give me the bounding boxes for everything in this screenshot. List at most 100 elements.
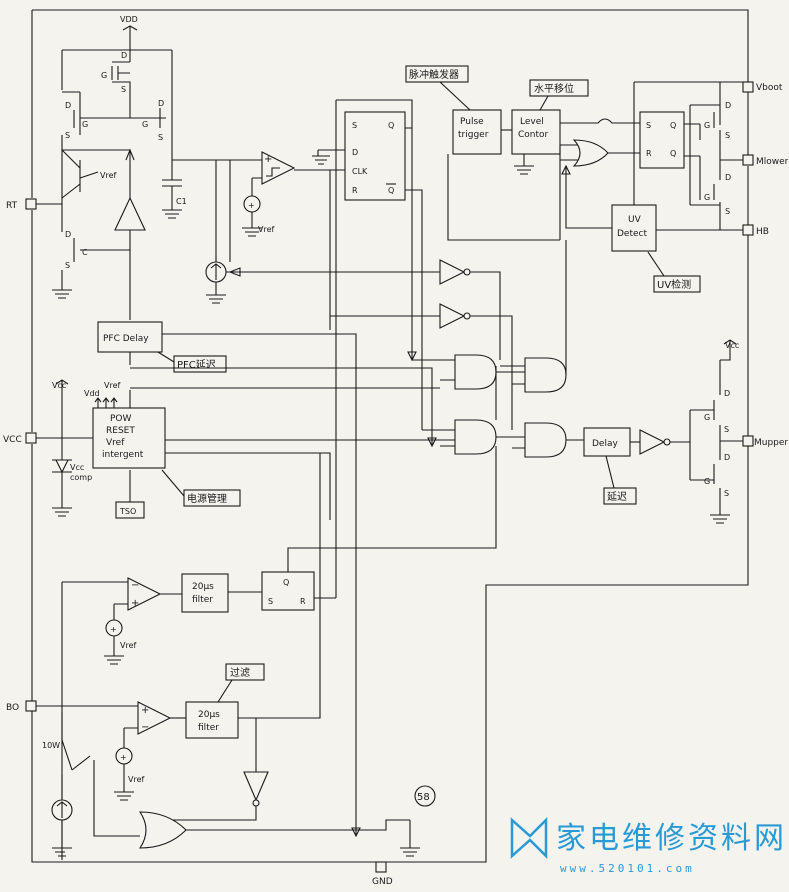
svg-text:D: D [724, 389, 730, 398]
svg-text:D: D [725, 101, 731, 110]
or-gate-bottom [138, 811, 420, 857]
pfc-delay-block: PFC Delay [97, 321, 357, 448]
svg-text:HB: HB [756, 227, 769, 237]
svg-text:G: G [101, 71, 107, 80]
mosfet-rt-nmos: D C S [52, 204, 130, 299]
svg-text:10W: 10W [42, 741, 60, 750]
svg-text:G: G [704, 193, 710, 202]
svg-text:Vboot: Vboot [756, 83, 783, 93]
inverter-1 [439, 259, 501, 360]
svg-text:脉冲触发器: 脉冲触发器 [409, 68, 459, 81]
rs-latch-bottom: Q S R [261, 446, 497, 611]
svg-text:S: S [724, 425, 729, 434]
bjt-transistor: Vref [36, 149, 117, 205]
watermark-text: 家电维修资料网 www.520101.com [556, 821, 787, 875]
left-source-line [61, 135, 130, 151]
svg-text:Vcc: Vcc [70, 463, 84, 472]
svg-text:Pulse: Pulse [460, 117, 484, 127]
pow-reset-block: POW RESET Vref intergent Vdd Vref [84, 367, 455, 520]
pin-bo: BO [6, 700, 37, 713]
schmitt-comparator: + + Vref [172, 151, 330, 237]
and-gate-a [412, 354, 525, 390]
svg-text:D: D [352, 148, 358, 157]
svg-text:+: + [264, 154, 272, 165]
svg-text:C: C [82, 248, 88, 257]
svg-text:S: S [724, 489, 729, 498]
mosfet-left-pmos: D G S [61, 50, 92, 140]
svg-text:D: D [725, 173, 731, 182]
svg-text:S: S [121, 85, 126, 94]
svg-text:G: G [704, 477, 710, 486]
current-source-osc [205, 160, 440, 304]
svg-text:S: S [352, 121, 357, 130]
svg-text:UV检测: UV检测 [657, 278, 691, 291]
svg-text:S: S [65, 261, 70, 270]
svg-text:PFC延迟: PFC延迟 [177, 358, 216, 371]
filter-upper: 20μs filter [181, 573, 262, 613]
rs-latch-top: S Q R Q [639, 111, 700, 169]
mosfet-top-mirror: D S G [101, 50, 131, 94]
svg-text:G: G [704, 413, 710, 422]
svg-text:Vref: Vref [100, 171, 117, 180]
tso-block: TSO [115, 470, 145, 519]
svg-text:Vref: Vref [106, 438, 125, 448]
svg-text:CLK: CLK [352, 167, 368, 176]
d-flip-flop: S Q D CLK R Q [312, 99, 423, 512]
svg-text:D: D [158, 99, 164, 108]
svg-text:VDD: VDD [120, 15, 138, 24]
svg-text:filter: filter [192, 595, 213, 605]
outer-frame [31, 9, 749, 863]
svg-text:20μs: 20μs [198, 710, 220, 720]
svg-text:S: S [158, 133, 163, 142]
svg-text:Mlower: Mlower [756, 157, 789, 167]
signal-verticals [335, 351, 437, 838]
svg-text:延迟: 延迟 [607, 490, 627, 503]
pin-hb: HB [742, 224, 769, 237]
svg-text:POW: POW [110, 414, 132, 424]
pin-mlower: Mlower [742, 154, 789, 167]
svg-text:Mupper: Mupper [754, 438, 788, 448]
buffer-up [114, 148, 146, 320]
svg-text:S: S [268, 597, 273, 606]
svg-text:G: G [142, 120, 148, 129]
svg-text:过滤: 过滤 [230, 666, 250, 679]
svg-text:C1: C1 [176, 197, 187, 206]
callout-delay: 延迟 [603, 455, 637, 505]
svg-text:www.520101.com: www.520101.com [560, 862, 695, 875]
gate-bus [92, 92, 150, 119]
svg-text:S: S [725, 207, 730, 216]
svg-text:+: + [248, 201, 255, 210]
svg-text:水平移位: 水平移位 [534, 82, 574, 95]
svg-text:电源管理: 电源管理 [187, 492, 227, 505]
svg-text:S: S [725, 131, 730, 140]
svg-text:GND: GND [372, 877, 393, 887]
callout-uv-detect: UV检测 [647, 251, 701, 293]
svg-text:PFC Delay: PFC Delay [103, 334, 149, 344]
svg-text:intergent: intergent [102, 450, 144, 460]
svg-text:Level: Level [520, 117, 544, 127]
svg-text:RT: RT [6, 201, 18, 211]
svg-text:S: S [646, 121, 651, 130]
svg-text:Q: Q [283, 578, 289, 587]
svg-text:20μs: 20μs [192, 582, 214, 592]
svg-text:D: D [65, 101, 71, 110]
svg-text:comp: comp [70, 473, 92, 482]
svg-text:Q: Q [670, 149, 676, 158]
capacitor-c1: C1 [162, 135, 187, 219]
comparator-lower: + − + Vref [36, 701, 186, 801]
pin-rt: RT [6, 198, 37, 211]
svg-text:Vref: Vref [128, 775, 145, 784]
pin-mupper: Mupper [742, 435, 788, 448]
svg-text:家电维修资料网: 家电维修资料网 [556, 821, 787, 856]
comparator-upper: − + + Vref [61, 577, 182, 860]
svg-text:R: R [352, 186, 358, 195]
svg-text:Q: Q [670, 121, 676, 130]
callout-power-mgmt: 电源管理 [161, 469, 241, 507]
svg-text:D: D [724, 453, 730, 462]
svg-text:trigger: trigger [458, 130, 489, 140]
and-gate-d [495, 366, 584, 458]
or-gate-top [559, 118, 640, 240]
callout-pfc-delay: PFC延迟 [157, 351, 227, 373]
callout-filter: 过滤 [217, 663, 265, 703]
